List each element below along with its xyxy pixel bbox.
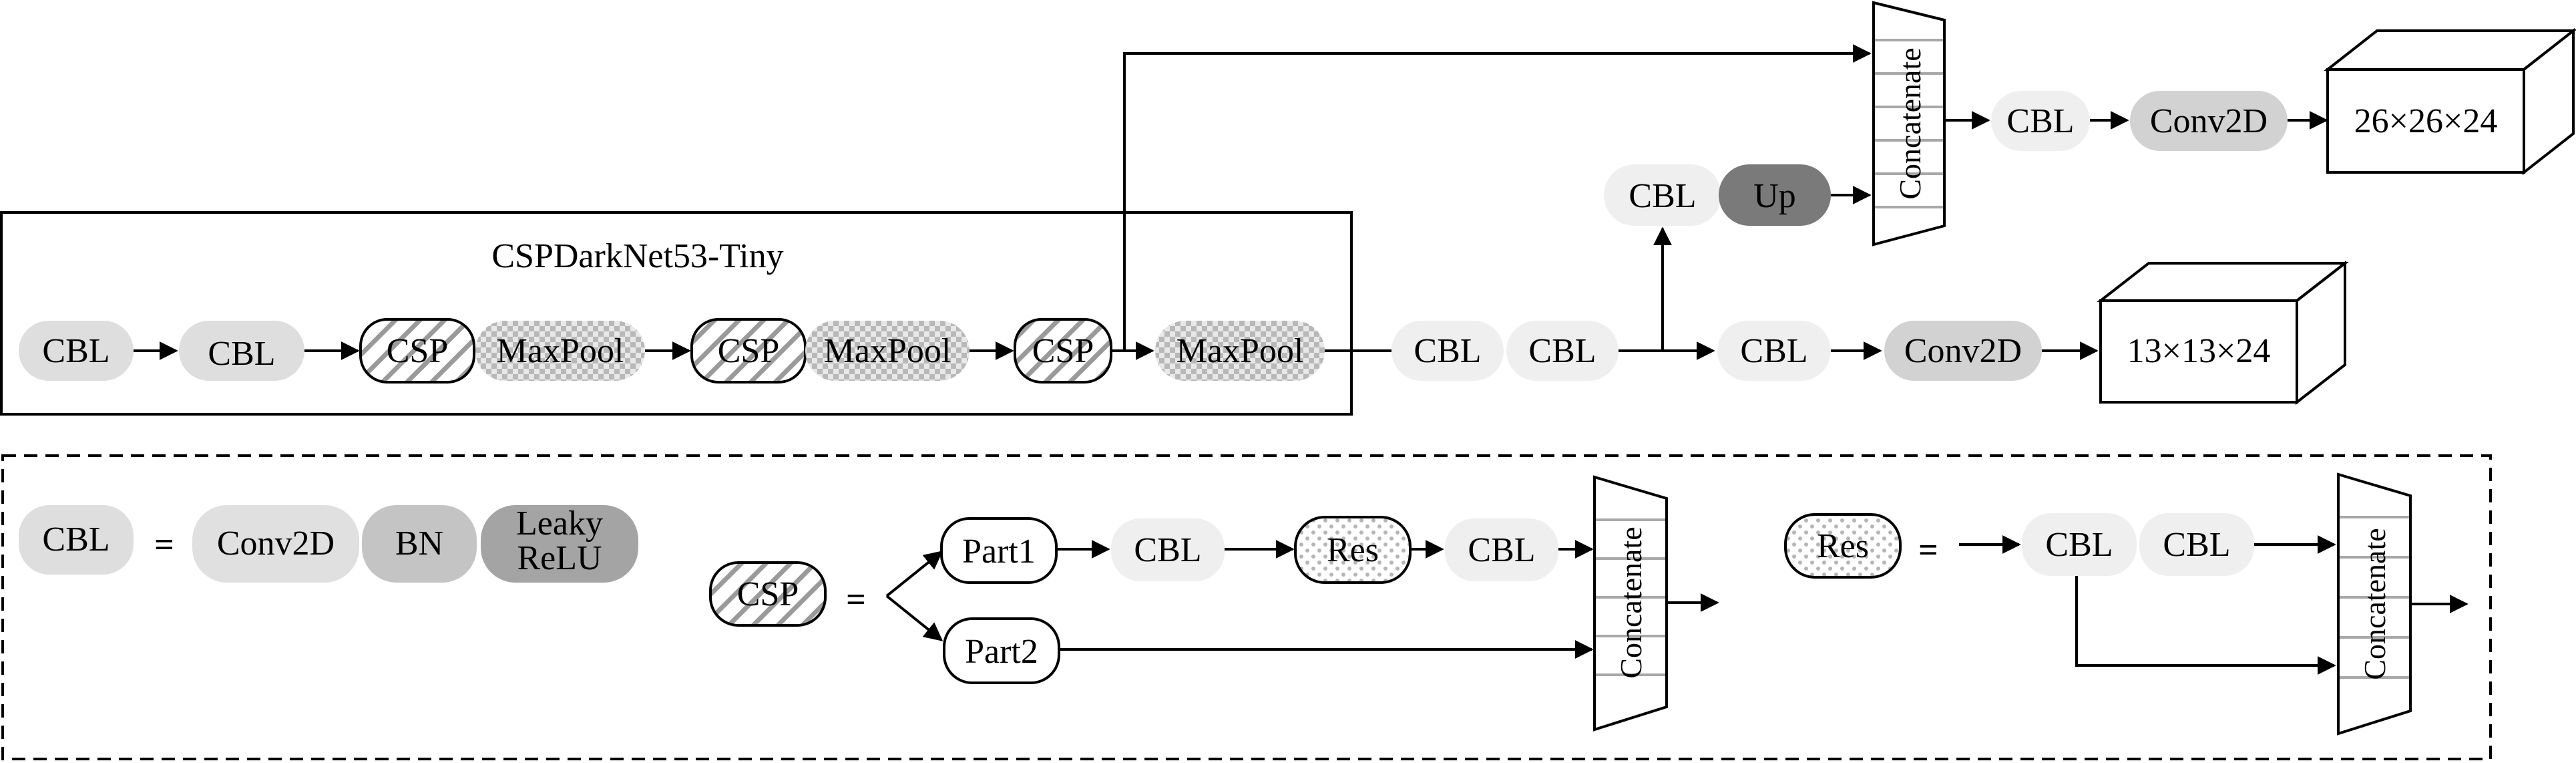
legend-csp-res: Res xyxy=(1294,516,1412,584)
legend-csp-arrows xyxy=(1056,540,1719,659)
svg-text:CSP: CSP xyxy=(737,575,799,613)
svg-text:CBL: CBL xyxy=(1468,531,1535,569)
svg-text:MaxPool: MaxPool xyxy=(497,332,624,370)
legend-cbl-bn: BN xyxy=(362,505,477,583)
legend-csp-part2: Part2 xyxy=(943,617,1060,684)
svg-text:CBL: CBL xyxy=(1740,332,1807,370)
svg-text:Part1: Part1 xyxy=(962,532,1036,571)
svg-text:Concatenate: Concatenate xyxy=(2358,528,2392,679)
backbone-title: CSPDarkNet53-Tiny xyxy=(491,237,783,275)
legend-csp-part1: Part1 xyxy=(940,517,1058,584)
backbone-frame xyxy=(0,211,1353,416)
legend-cbl-leaky-relu: Leaky ReLU xyxy=(481,504,638,583)
neck-up-cbl: CBL xyxy=(1604,164,1721,226)
svg-text:CBL: CBL xyxy=(1629,177,1696,215)
svg-text:CBL: CBL xyxy=(208,335,275,373)
legend-cbl-name: CBL xyxy=(19,505,134,575)
legend-csp-split-arrows xyxy=(885,551,943,641)
neck-bottom-conv2d: Conv2D xyxy=(1884,321,2042,381)
neck-concatenate: Concatenate xyxy=(1872,1,1946,247)
legend-frame xyxy=(1,454,2492,760)
svg-text:Concatenate: Concatenate xyxy=(1614,526,1648,678)
svg-text:Concatenate: Concatenate xyxy=(1893,47,1927,199)
svg-text:BN: BN xyxy=(395,524,443,563)
svg-text:CSP: CSP xyxy=(1032,332,1094,370)
backbone-block-csp-1: CSP xyxy=(359,318,475,384)
svg-text:Conv2D: Conv2D xyxy=(2150,102,2268,140)
neck-top-conv2d: Conv2D xyxy=(2130,91,2288,151)
legend-cbl-equals: = xyxy=(154,526,174,564)
legend-csp-equals: = xyxy=(846,581,866,619)
svg-text:CBL: CBL xyxy=(1414,332,1481,370)
legend-csp-name: CSP xyxy=(709,561,827,627)
svg-text:CBL: CBL xyxy=(1528,332,1596,370)
svg-text:Conv2D: Conv2D xyxy=(217,524,335,563)
backbone-block-cbl-1: CBL xyxy=(19,321,134,381)
neck-cbl-b: CBL xyxy=(1506,321,1619,381)
legend-res-cbl-1: CBL xyxy=(2022,513,2137,576)
backbone-block-cbl-2: CBL xyxy=(179,321,304,381)
neck-cbl-a: CBL xyxy=(1391,321,1504,381)
legend-csp-cbl-1: CBL xyxy=(1111,518,1225,581)
svg-text:MaxPool: MaxPool xyxy=(824,332,951,370)
svg-text:CBL: CBL xyxy=(1134,531,1201,569)
neck-up-block: Up xyxy=(1719,164,1831,226)
legend-res-name: Res xyxy=(1784,513,1902,579)
svg-text:Conv2D: Conv2D xyxy=(1904,332,2022,370)
svg-text:CBL: CBL xyxy=(2163,526,2230,564)
svg-text:Part2: Part2 xyxy=(965,633,1038,671)
backbone-block-maxpool-2: MaxPool xyxy=(805,321,970,381)
top-output-cube xyxy=(2324,27,2576,176)
legend-csp-concatenate: Concatenate xyxy=(1593,475,1668,732)
top-output-label: 26×26×24 xyxy=(2354,102,2498,140)
legend-res-equals: = xyxy=(1918,531,1938,569)
skip-connection-line xyxy=(1123,44,1872,351)
neck-top-cbl: CBL xyxy=(1991,91,2090,151)
neck-arrows xyxy=(1619,111,2328,360)
legend-res-concatenate: Concatenate xyxy=(2337,472,2412,736)
bottom-output-cube xyxy=(2097,260,2349,406)
svg-text:CBL: CBL xyxy=(2045,526,2113,564)
svg-text:Res: Res xyxy=(1327,531,1379,569)
svg-text:Up: Up xyxy=(1753,177,1796,215)
legend-cbl-conv2d: Conv2D xyxy=(192,505,359,583)
svg-text:CBL: CBL xyxy=(42,332,110,370)
backbone-block-maxpool-1: MaxPool xyxy=(475,321,645,381)
svg-text:CSP: CSP xyxy=(718,332,780,370)
svg-text:MaxPool: MaxPool xyxy=(1176,332,1304,370)
svg-text:Leaky: Leaky xyxy=(516,504,603,543)
backbone-block-csp-3: CSP xyxy=(1014,318,1112,384)
svg-text:CBL: CBL xyxy=(42,520,110,559)
bottom-output-label: 13×13×24 xyxy=(2127,332,2271,370)
svg-text:CSP: CSP xyxy=(387,332,449,370)
legend-res-arrows xyxy=(1959,535,2468,675)
svg-text:Res: Res xyxy=(1817,527,1869,565)
legend-csp-cbl-2: CBL xyxy=(1445,518,1558,581)
neck-branch-cbl: CBL xyxy=(1717,321,1831,381)
legend-res-cbl-2: CBL xyxy=(2139,513,2254,576)
backbone-block-maxpool-3: MaxPool xyxy=(1155,321,1325,381)
svg-text:CBL: CBL xyxy=(2006,102,2074,140)
backbone-block-csp-2: CSP xyxy=(690,318,807,384)
svg-text:ReLU: ReLU xyxy=(517,539,602,577)
